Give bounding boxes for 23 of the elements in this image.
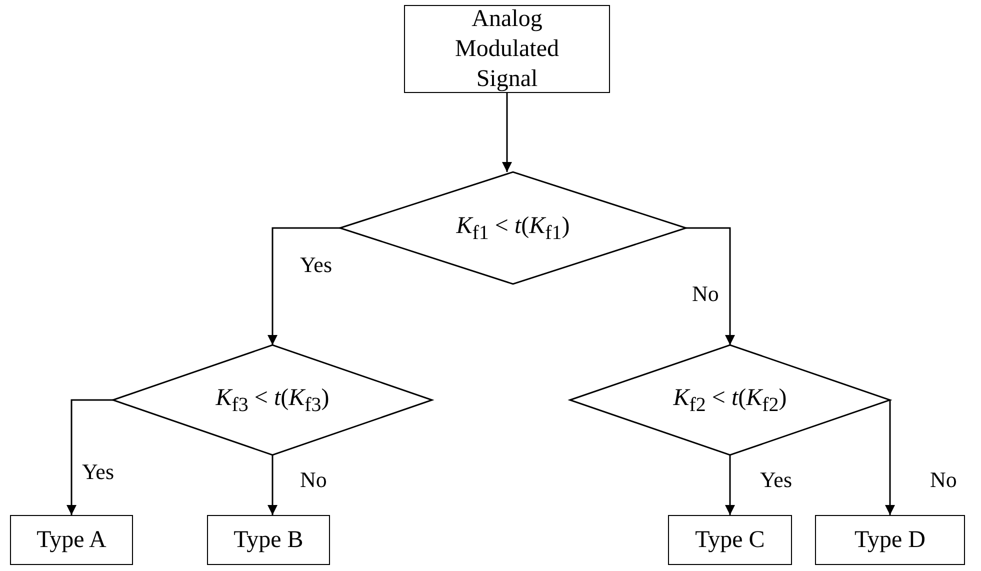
arrow: [66, 399, 113, 515]
box-label: Type D: [854, 526, 926, 555]
arrow: [502, 93, 512, 172]
condition-text: K$_{f2}$ < t(K$_{f2}$): [673, 384, 787, 418]
box-label: Analog Modulated Signal: [454, 5, 560, 94]
process-box: [207, 515, 330, 565]
process-box: [668, 515, 792, 565]
box-label: Type A: [36, 526, 106, 555]
box-label: Type B: [234, 526, 304, 555]
process-box: [404, 5, 610, 93]
condition-text: K$_{f1}$ < t(K$_{f1}$): [456, 212, 570, 246]
arrow: [268, 455, 278, 515]
decision-diamond: [113, 345, 432, 455]
process-box: [10, 515, 133, 565]
box-label: Type C: [695, 526, 765, 555]
arrow: [885, 399, 895, 515]
decision-diamond: [340, 172, 686, 284]
process-box: [815, 515, 965, 565]
decision-diamond: [570, 345, 890, 455]
arrow: [725, 455, 735, 515]
condition-text: K$_{f3}$ < t(K$_{f3}$): [216, 384, 330, 418]
arrow: [268, 227, 340, 345]
arrow: [686, 227, 735, 345]
